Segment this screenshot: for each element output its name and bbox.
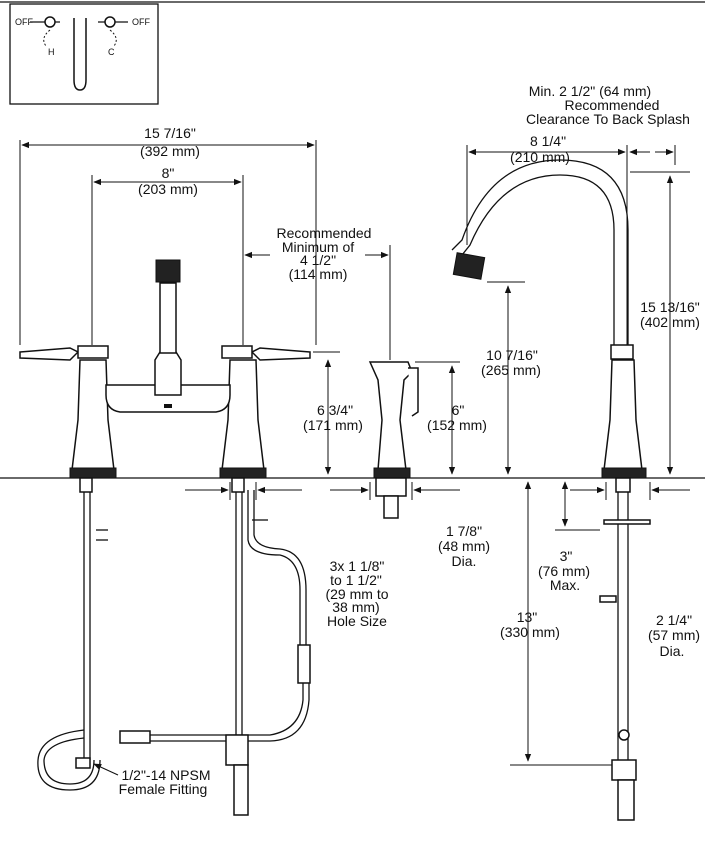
- spray-hole-dia-label: Dia.: [452, 553, 477, 569]
- spout-hole-dia-label: Dia.: [660, 643, 685, 659]
- spray-height-mm-label: (152 mm): [427, 417, 487, 433]
- overall-width-mm-label: (392 mm): [140, 143, 200, 159]
- recommended-line-4: (114 mm): [289, 266, 348, 282]
- clearance-line-1: Min. 2 1/2" (64 mm): [529, 83, 651, 99]
- centers-label: 8": [162, 165, 175, 181]
- deck-max-label: 3": [560, 548, 573, 564]
- labels: Min. 2 1/2" (64 mm) Recommended Clearanc…: [119, 83, 700, 797]
- clearance-line-2: Recommended: [565, 97, 660, 113]
- recommended-line-1: Recommended: [277, 225, 372, 241]
- recommended-line-2: Minimum of: [282, 239, 354, 255]
- deck-max-mm-label: (76 mm): [538, 563, 590, 579]
- spray-hole-mm-label: (48 mm): [438, 538, 490, 554]
- total-height-label: 15 13/16": [640, 299, 699, 315]
- inset-off-left-label: OFF: [15, 17, 33, 27]
- centers-mm-label: (203 mm): [138, 181, 198, 197]
- bridge-plumbing: [37, 477, 311, 816]
- below-deck-label: 13": [517, 609, 538, 625]
- fitting-line-2: Female Fitting: [119, 781, 208, 797]
- spout-hole-mm-label: (57 mm): [648, 627, 700, 643]
- total-height-mm-label: (402 mm): [640, 314, 700, 330]
- fitting-line-1: 1/2"-14 NPSM: [121, 767, 210, 783]
- hole-size-line-4: 38 mm): [332, 599, 379, 615]
- overall-width-label: 15 7/16": [144, 125, 196, 141]
- spout-hole-label: 2 1/4": [656, 612, 692, 628]
- spout-clearance-mm-label: (265 mm): [481, 362, 541, 378]
- top-view-inset: OFF OFF H C: [9, 3, 159, 105]
- spout-reach-mm-label: (210 mm): [510, 149, 570, 165]
- recommended-line-3: 4 1/2": [300, 252, 336, 268]
- handle-height-mm-label: (171 mm): [303, 417, 363, 433]
- bridge-faucet: [19, 259, 311, 479]
- hole-size-line-5: Hole Size: [327, 613, 387, 629]
- clearance-line-3: Clearance To Back Splash: [526, 111, 690, 127]
- dimension-lines: [19, 140, 690, 776]
- deck-max-max-label: Max.: [550, 577, 580, 593]
- hole-size-line-1: 3x 1 1/8": [330, 558, 385, 574]
- inset-hot-label: H: [48, 47, 55, 57]
- inset-cold-label: C: [108, 47, 115, 57]
- below-deck-mm-label: (330 mm): [500, 624, 560, 640]
- side-spray: [368, 361, 419, 519]
- spout-clearance-label: 10 7/16": [486, 347, 538, 363]
- inset-off-right-label: OFF: [132, 17, 150, 27]
- spray-hole-label: 1 7/8": [446, 523, 482, 539]
- hole-size-line-2: to 1 1/2": [330, 572, 382, 588]
- spray-height-label: 6": [452, 402, 465, 418]
- hole-size-line-3: (29 mm to: [325, 586, 388, 602]
- spout-reach-label: 8 1/4": [530, 133, 566, 149]
- handle-height-label: 6 3/4": [317, 402, 353, 418]
- gooseneck-faucet: [451, 159, 651, 821]
